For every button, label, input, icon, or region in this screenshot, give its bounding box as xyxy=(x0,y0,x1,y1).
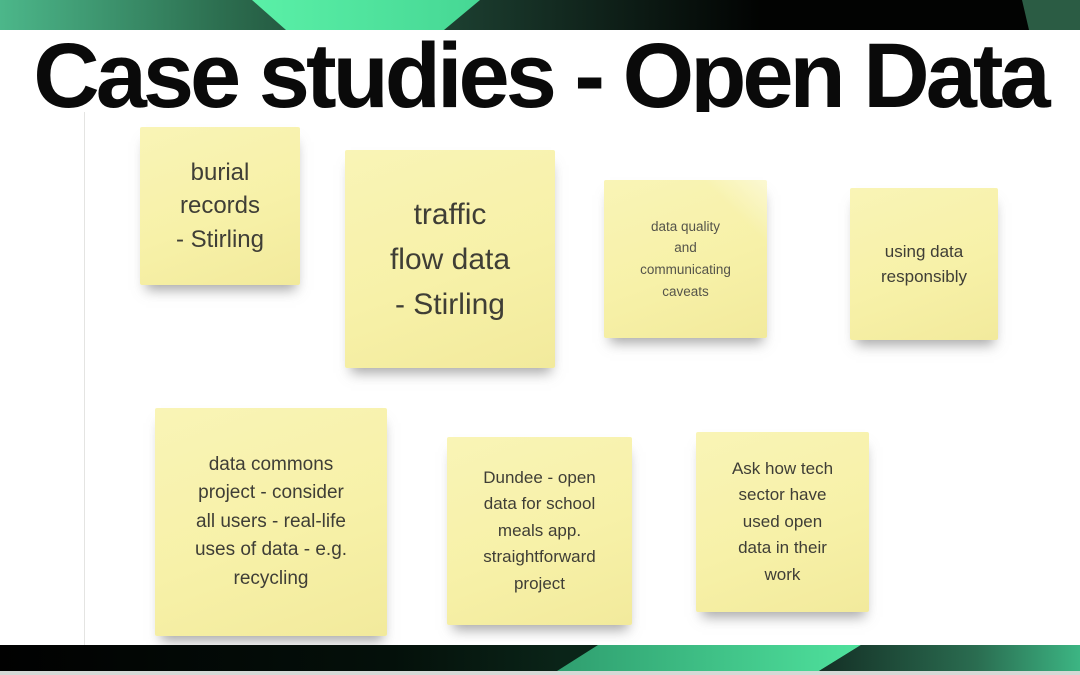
sticky-note-text: data commons project - consider all user… xyxy=(194,453,348,589)
sticky-note-text: traffic flow data - Stirling xyxy=(389,197,511,321)
sticky-note-dundee-school-meals: Dundee - open data for school meals app.… xyxy=(447,437,632,625)
sticky-note-data-commons: data commons project - consider all user… xyxy=(155,408,387,636)
sticky-note-text: Dundee - open data for school meals app.… xyxy=(483,468,596,593)
sticky-note-text: data quality and communicating caveats xyxy=(640,218,731,299)
slide-title: Case studies - Open Data xyxy=(33,25,1050,127)
sticky-note-burial-records: burial records - Stirling xyxy=(140,127,300,285)
bottom-strip xyxy=(0,671,1080,675)
sticky-note-text: burial records - Stirling xyxy=(175,158,265,253)
sticky-note-using-data-responsibly: using data responsibly xyxy=(850,188,998,340)
sticky-note-data-quality: data quality and communicating caveats xyxy=(604,180,767,338)
sticky-note-text: using data responsibly xyxy=(881,241,967,287)
sticky-note-text: Ask how tech sector have used open data … xyxy=(731,459,834,584)
bottom-banner-decoration xyxy=(0,645,1080,671)
sticky-note-traffic-flow: traffic flow data - Stirling xyxy=(345,150,555,368)
top-banner-decoration xyxy=(0,0,1080,30)
sticky-note-tech-sector: Ask how tech sector have used open data … xyxy=(696,432,869,612)
